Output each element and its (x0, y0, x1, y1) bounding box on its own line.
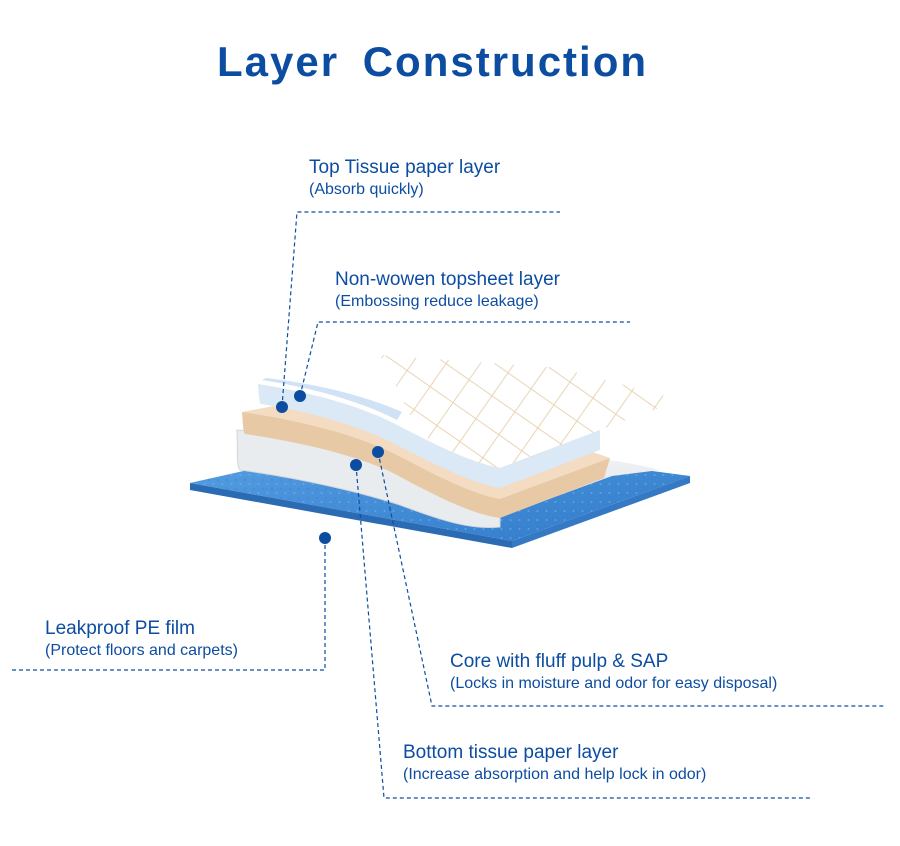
label-top-tissue: Top Tissue paper layer (Absorb quickly) (309, 156, 500, 200)
marker-core (372, 446, 384, 458)
layer-name: Bottom tissue paper layer (403, 742, 619, 763)
label-pe-film: Leakproof PE film (Protect floors and ca… (45, 617, 238, 661)
leader-lines (12, 211, 885, 799)
marker-pe-film (319, 532, 331, 544)
marker-nonwoven (294, 390, 306, 402)
label-bottom-tissue: Bottom tissue paper layer (Increase abso… (403, 741, 706, 785)
layer-desc: (Absorb quickly) (309, 181, 424, 198)
layer-name: Top Tissue paper layer (309, 157, 501, 178)
layer-name: Core with fluff pulp & SAP (450, 651, 669, 672)
layer-name: Non-wowen topsheet layer (335, 269, 560, 290)
layer-desc: (Increase absorption and help lock in od… (403, 766, 707, 783)
topsheet-layer (258, 353, 680, 488)
layer-desc: (Embossing reduce leakage) (335, 293, 539, 310)
layer-desc: (Protect floors and carpets) (45, 642, 238, 659)
marker-bottom-tissue (350, 459, 362, 471)
label-nonwoven: Non-wowen topsheet layer (Embossing redu… (335, 268, 560, 312)
layer-desc: (Locks in moisture and odor for easy dis… (450, 675, 778, 692)
marker-top-tissue (276, 401, 288, 413)
page-title: Layer Construction (216, 38, 649, 85)
label-core: Core with fluff pulp & SAP (Locks in moi… (450, 650, 777, 694)
layer-name: Leakproof PE film (45, 618, 195, 639)
